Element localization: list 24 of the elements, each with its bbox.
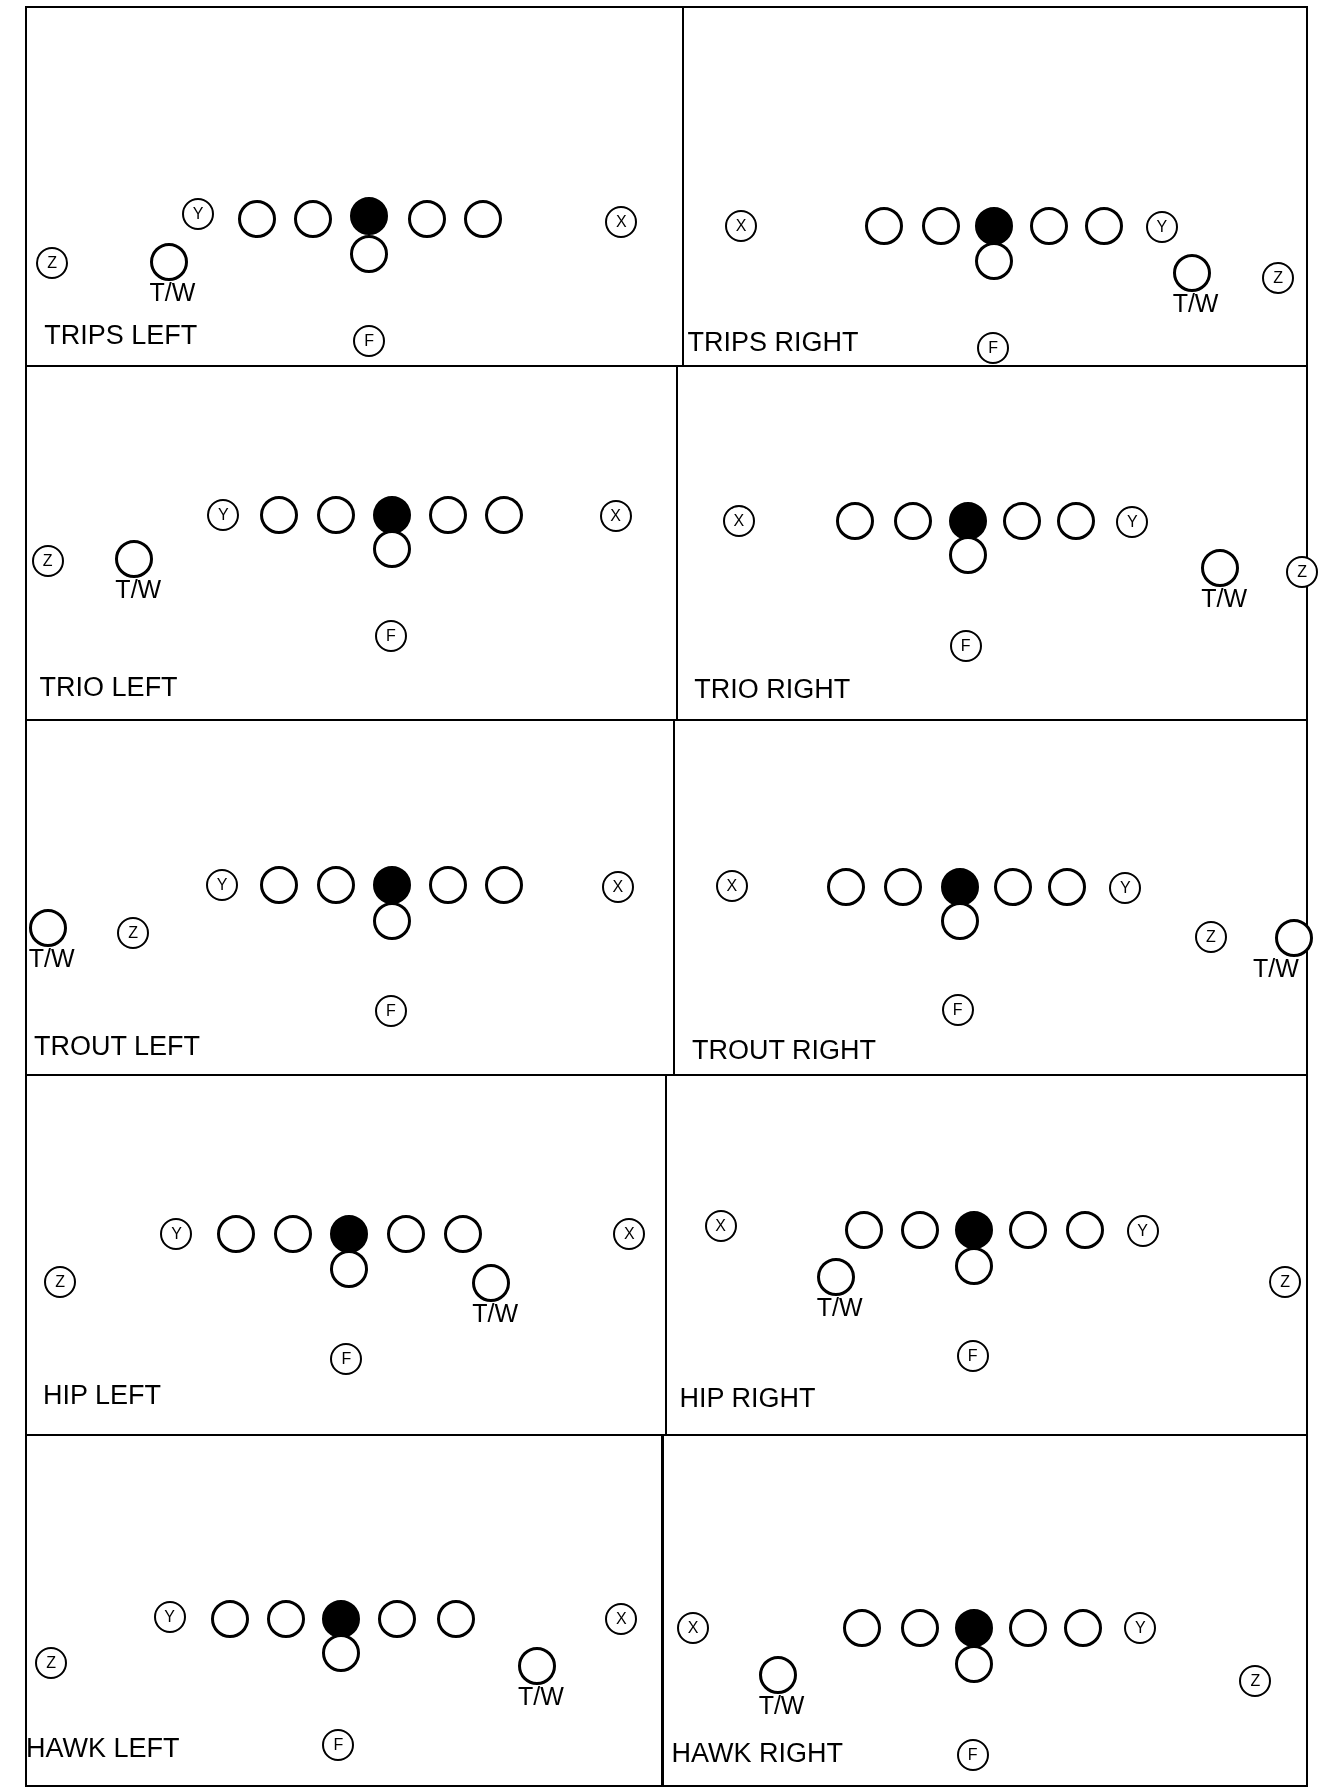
formation-title: HAWK RIGHT [671, 1739, 843, 1767]
formation-title: TRIPS RIGHT [687, 328, 859, 356]
formation-panel [682, 5, 1308, 367]
position-label: T/W [816, 1295, 863, 1321]
formation-title: TRIPS LEFT [44, 321, 198, 349]
formation-title: HIP RIGHT [679, 1384, 816, 1412]
position-label: T/W [758, 1693, 805, 1719]
formation-title: TROUT LEFT [33, 1032, 200, 1060]
position-label: T/W [28, 946, 75, 972]
position-label: T/W [518, 1684, 564, 1709]
formation-panel [25, 5, 684, 367]
formation-title: HAWK LEFT [25, 1734, 180, 1762]
position-label: T/W [1172, 291, 1219, 317]
formation-title: TROUT RIGHT [692, 1036, 876, 1064]
position-label: T/W [1201, 585, 1247, 611]
position-label: T/W [115, 576, 162, 602]
formation-panel [25, 1433, 664, 1787]
formation-title: TRIO RIGHT [694, 675, 851, 703]
position-label: T/W [149, 280, 196, 305]
formation-title: TRIO LEFT [39, 673, 178, 701]
formation-panel [661, 1433, 1308, 1787]
formation-title: HIP LEFT [43, 1381, 162, 1409]
position-label: T/W [1253, 956, 1299, 982]
position-label: T/W [472, 1300, 519, 1326]
